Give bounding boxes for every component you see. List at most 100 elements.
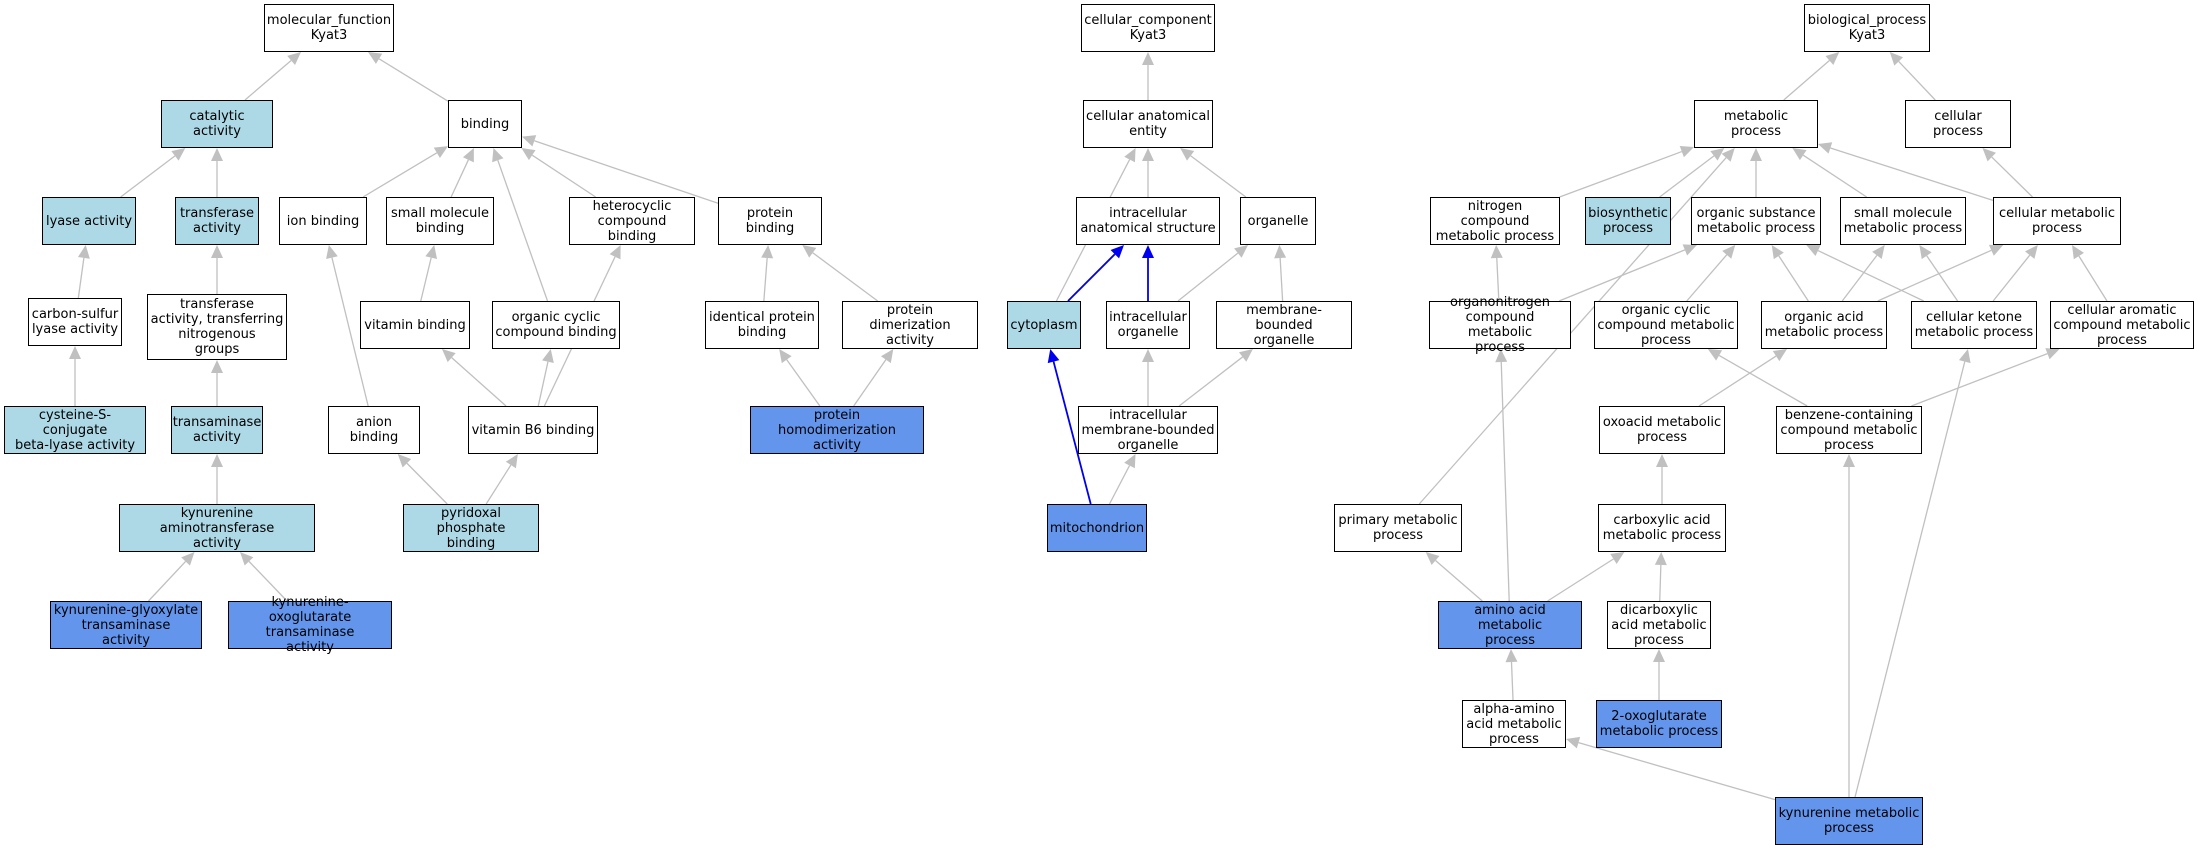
edge-pyridoxal-to-anionbind xyxy=(406,462,448,505)
edge-arrowhead xyxy=(211,360,223,373)
go-term-node-mito[interactable]: mitochondrion xyxy=(1047,504,1147,552)
go-term-node-proteinbind[interactable]: protein binding xyxy=(718,197,822,245)
go-term-node-cae[interactable]: cellular anatomical entity xyxy=(1083,100,1213,148)
edge-arrowhead xyxy=(1772,349,1787,362)
go-term-node-transfN[interactable]: transferase activity, transferring nitro… xyxy=(147,294,287,360)
edge-cytoplasm-to-ias xyxy=(1067,253,1116,302)
go-term-node-intmemb[interactable]: intracellular membrane-bounded organelle xyxy=(1078,406,1218,454)
go-term-node-identical[interactable]: identical protein binding xyxy=(705,301,819,349)
edge-arrowhead xyxy=(521,148,536,161)
go-term-label: benzene-containing compound metabolic pr… xyxy=(1780,407,1918,453)
go-term-node-benzene[interactable]: benzene-containing compound metabolic pr… xyxy=(1776,406,1922,454)
edge-primary-to-metab xyxy=(1418,157,1727,505)
go-term-node-organelle[interactable]: organelle xyxy=(1240,197,1316,245)
go-term-node-transferase[interactable]: transferase activity xyxy=(175,197,259,245)
go-term-node-heterocyclic[interactable]: heterocyclic compound binding xyxy=(569,197,695,245)
edge-arrowhead xyxy=(542,349,554,363)
go-term-node-binding[interactable]: binding xyxy=(448,100,522,148)
edge-arrowhead xyxy=(779,349,792,364)
go-term-node-cellketone[interactable]: cellular ketone metabolic process xyxy=(1911,301,2037,349)
go-term-node-nitro[interactable]: nitrogen compound metabolic process xyxy=(1430,197,1560,245)
go-term-node-vitbind[interactable]: vitamin binding xyxy=(360,301,470,349)
go-term-node-kynmet[interactable]: kynurenine metabolic process xyxy=(1775,797,1923,845)
go-term-node-catalytic[interactable]: catalytic activity xyxy=(161,100,273,148)
edge-arrowhead xyxy=(1843,454,1855,467)
edge-arrowhead xyxy=(802,245,817,258)
edge-arrowhead xyxy=(761,245,774,259)
edge-organonitro-to-nitro xyxy=(1496,257,1500,302)
edge-arrowhead xyxy=(522,135,537,147)
edge-dicarbox-to-carboxylic xyxy=(1659,564,1662,602)
go-term-node-biosyn[interactable]: biosynthetic process xyxy=(1585,197,1671,245)
go-term-node-cellproc[interactable]: cellular process xyxy=(1905,100,2011,148)
edge-arrowhead xyxy=(1142,52,1154,65)
edge-arrowhead xyxy=(1988,244,2004,256)
go-term-label: vitamin binding xyxy=(364,317,466,333)
edge-identical-to-proteinbind xyxy=(763,257,768,302)
go-term-node-lyase[interactable]: lyase activity xyxy=(42,197,136,245)
edge-arrowhead xyxy=(1425,552,1440,566)
go-term-node-ias[interactable]: intracellular anatomical structure xyxy=(1076,197,1220,245)
go-term-node-oxoacid[interactable]: oxoacid metabolic process xyxy=(1599,406,1725,454)
go-term-node-ionbind[interactable]: ion binding xyxy=(279,197,367,245)
go-term-node-cellmet[interactable]: cellular metabolic process xyxy=(1993,197,2121,245)
edge-cellmet-to-metab xyxy=(1830,147,1994,201)
go-term-node-orgcyclicmet[interactable]: organic cyclic compound metabolic proces… xyxy=(1594,301,1738,349)
go-term-node-carboxylic[interactable]: carboxylic acid metabolic process xyxy=(1598,504,1726,552)
go-term-node-homodimer[interactable]: protein homodimerization activity xyxy=(750,406,924,454)
go-term-label: molecular_function Kyat3 xyxy=(266,13,392,43)
go-term-node-transamin[interactable]: transaminase activity xyxy=(171,406,263,454)
go-term-node-kglyox[interactable]: kynurenine-glyoxylate transaminase activ… xyxy=(50,601,202,649)
go-term-node-smallmolbind[interactable]: small molecule binding xyxy=(386,197,494,245)
go-term-label: dicarboxylic acid metabolic process xyxy=(1611,602,1707,648)
go-term-node-orgcyclicbind[interactable]: organic cyclic compound binding xyxy=(492,301,620,349)
go-term-node-koxo[interactable]: kynurenine-oxoglutarate transaminase act… xyxy=(228,595,392,655)
go-term-node-mf[interactable]: molecular_function Kyat3 xyxy=(264,4,394,52)
go-term-label: kynurenine aminotransferase activity xyxy=(159,505,275,551)
edge-homodimer-to-dimer xyxy=(853,359,887,407)
go-term-node-intorg[interactable]: intracellular organelle xyxy=(1106,301,1190,349)
edge-orgcyclicbind-to-binding xyxy=(497,160,549,302)
edge-cellketone-to-orgsubst xyxy=(1817,250,1924,302)
edge-ionbind-to-binding xyxy=(362,152,438,198)
edge-orgacid-to-smallmolmet xyxy=(1841,254,1878,302)
edge-arrowhead xyxy=(211,148,223,161)
edge-arrowhead xyxy=(441,349,456,363)
go-term-node-primary[interactable]: primary metabolic process xyxy=(1334,504,1462,552)
go-term-node-vitb6[interactable]: vitamin B6 binding xyxy=(468,406,598,454)
edge-arrowhead xyxy=(1142,148,1154,161)
go-term-node-bp[interactable]: biological_process Kyat3 xyxy=(1804,4,1930,52)
edge-binding-to-mf xyxy=(378,58,449,102)
go-term-node-orgacid[interactable]: organic acid metabolic process xyxy=(1761,301,1887,349)
edge-arrowhead xyxy=(1806,245,1821,257)
edge-homodimer-to-identical xyxy=(786,359,821,407)
go-term-node-metab[interactable]: metabolic process xyxy=(1694,100,1818,148)
edge-arrowhead xyxy=(609,245,621,260)
edge-aminoacid-to-carboxylic xyxy=(1547,558,1614,602)
go-term-node-smallmolmet[interactable]: small molecule metabolic process xyxy=(1840,197,1966,245)
go-term-node-cellarom[interactable]: cellular aromatic compound metabolic pro… xyxy=(2050,301,2194,349)
edge-orgacid-to-orgsubst xyxy=(1778,255,1809,302)
edge-kynmet-to-cellketone xyxy=(1854,361,1966,798)
go-term-label: protein binding xyxy=(745,206,795,236)
go-term-label: intracellular membrane-bounded organelle xyxy=(1081,407,1215,453)
go-term-node-alphaamino[interactable]: alpha-amino acid metabolic process xyxy=(1462,700,1566,748)
go-term-node-membbound[interactable]: membrane-bounded organelle xyxy=(1216,301,1352,349)
go-term-node-csulfur[interactable]: carbon-sulfur lyase activity xyxy=(28,298,122,346)
go-term-node-dimer[interactable]: protein dimerization activity xyxy=(842,301,978,349)
go-term-label: 2-oxoglutarate metabolic process xyxy=(1599,709,1719,739)
edge-arrowhead xyxy=(1771,245,1784,260)
go-term-node-cysconj[interactable]: cysteine-S-conjugate beta-lyase activity xyxy=(4,406,146,454)
go-term-node-cc[interactable]: cellular_component Kyat3 xyxy=(1081,4,1215,52)
go-term-node-dicarbox[interactable]: dicarboxylic acid metabolic process xyxy=(1607,601,1711,649)
go-term-label: protein dimerization activity xyxy=(869,302,951,348)
go-term-node-oxoglut[interactable]: 2-oxoglutarate metabolic process xyxy=(1596,700,1722,748)
go-term-node-organonitro[interactable]: organonitrogen compound metabolic proces… xyxy=(1429,295,1571,355)
go-term-node-kat[interactable]: kynurenine aminotransferase activity xyxy=(119,504,315,552)
go-term-node-aminoacid[interactable]: amino acid metabolic process xyxy=(1438,601,1582,649)
go-term-node-anionbind[interactable]: anion binding xyxy=(328,406,420,454)
edge-kglyox-to-kat xyxy=(148,561,187,602)
go-term-node-pyridoxal[interactable]: pyridoxal phosphate binding xyxy=(403,504,539,552)
go-term-node-cytoplasm[interactable]: cytoplasm xyxy=(1007,301,1081,349)
go-term-node-orgsubst[interactable]: organic substance metabolic process xyxy=(1691,197,1821,245)
